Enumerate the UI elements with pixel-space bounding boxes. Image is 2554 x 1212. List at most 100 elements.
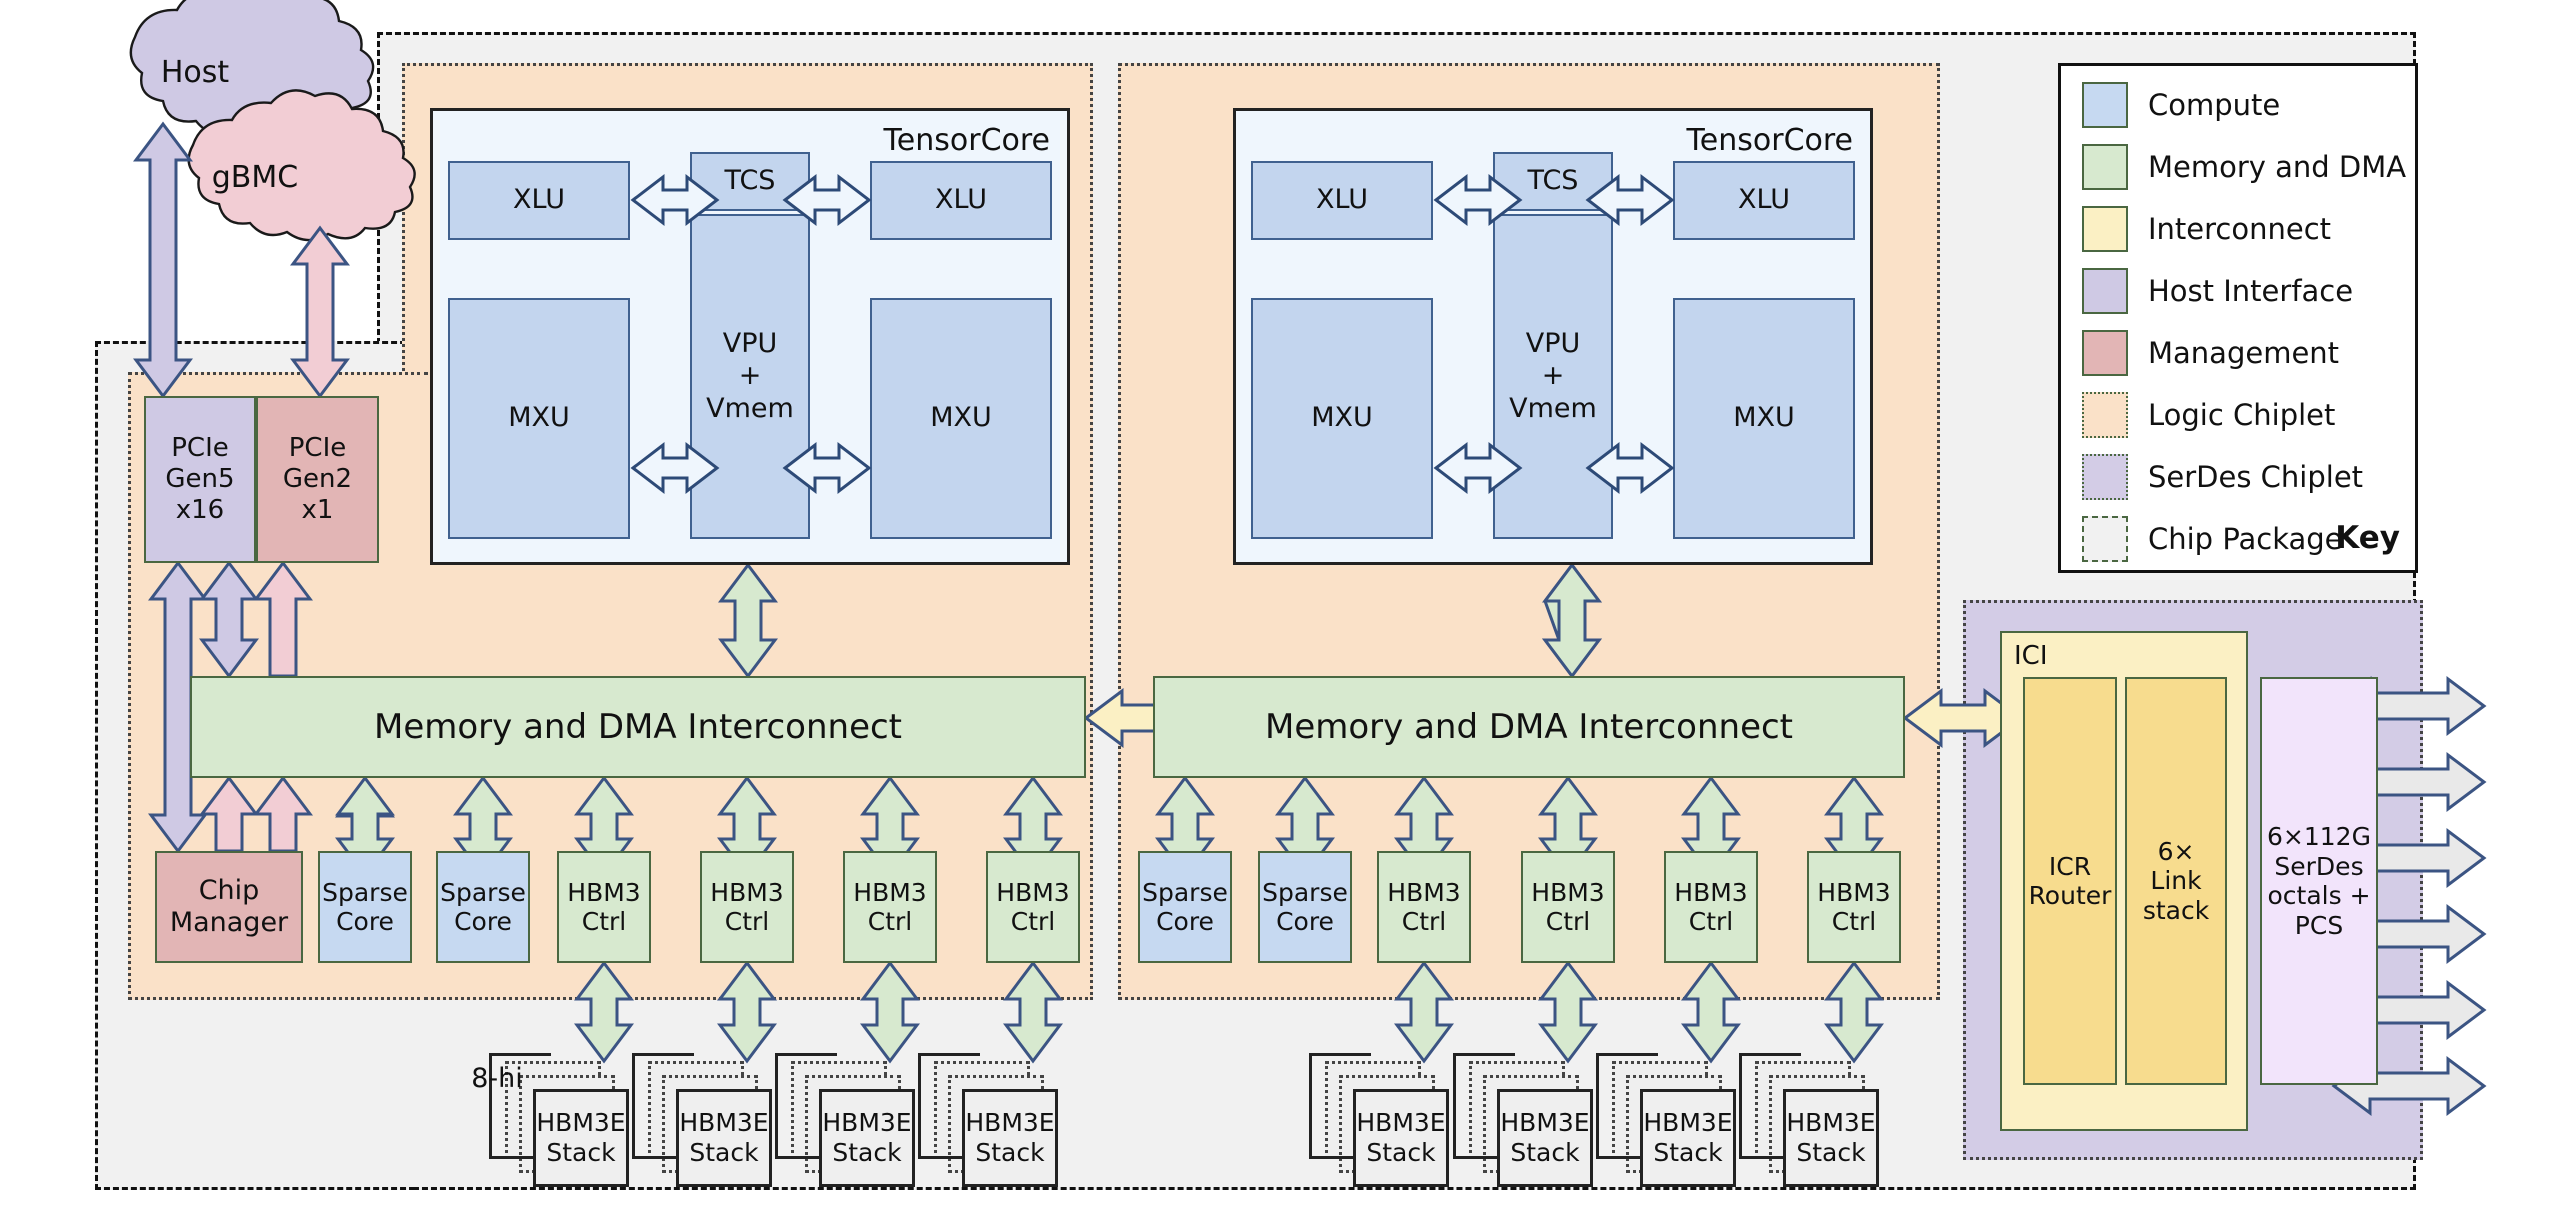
pcie-gen2-line-1: PCIe — [288, 433, 347, 464]
legend-label: SerDes Chiplet — [2148, 460, 2364, 494]
hbm3e-stack-line-1: HBM3E — [679, 1108, 769, 1137]
pcie-gen5-block[interactable]: PCIe Gen5 x16 — [144, 396, 256, 563]
link-stack-block[interactable]: 6× Link stack — [2125, 677, 2227, 1085]
serdes-octals-pcs-block[interactable]: 6×112G SerDes octals + PCS — [2260, 677, 2378, 1085]
hbm3-ctrl-left-1[interactable]: HBM3 Ctrl — [557, 851, 651, 963]
legend-item-serdes-chiplet: SerDes Chiplet — [2082, 454, 2363, 500]
hbm3e-stack-line-2: Stack — [1653, 1138, 1723, 1167]
mxu-block-right-1[interactable]: MXU — [1251, 298, 1433, 539]
link-stack-line-1: 6× — [2157, 836, 2195, 866]
hbm3-ctrl-line-2: Ctrl — [1010, 907, 1056, 936]
sparse-core-left-2[interactable]: Sparse Core — [436, 851, 530, 963]
sparse-core-line-1: Sparse — [1142, 877, 1228, 907]
hbm3-ctrl-line-2: Ctrl — [1545, 907, 1591, 936]
mxu-block-left-2[interactable]: MXU — [870, 298, 1052, 539]
xlu-block-left-2[interactable]: XLU — [870, 161, 1052, 240]
hbm3-ctrl-right-1[interactable]: HBM3 Ctrl — [1377, 851, 1471, 963]
link-stack-line-3: stack — [2142, 895, 2210, 925]
sparse-core-left-1[interactable]: Sparse Core — [318, 851, 412, 963]
vpu-vmem-block-right[interactable]: VPU + Vmem — [1493, 214, 1613, 539]
host-cloud-label: Host — [160, 55, 230, 90]
icr-router-line-1: ICR — [2048, 851, 2092, 881]
hbm3-ctrl-line-2: Ctrl — [1401, 907, 1447, 936]
hbm3e-stack-line-1: HBM3E — [1500, 1108, 1590, 1137]
legend-swatch — [2082, 206, 2128, 252]
hbm3e-stack-bracket — [1309, 1053, 1371, 1159]
hbm3-ctrl-line-1: HBM3 — [1817, 877, 1891, 907]
hbm3-ctrl-line-1: HBM3 — [996, 877, 1070, 907]
hbm3e-stack-line-2: Stack — [1366, 1138, 1436, 1167]
legend-item-management: Management — [2082, 330, 2339, 376]
vpu-vmem-block-left[interactable]: VPU + Vmem — [690, 214, 810, 539]
legend-label: Compute — [2148, 88, 2281, 122]
hbm3-ctrl-line-2: Ctrl — [581, 907, 627, 936]
hbm3-ctrl-line-2: Ctrl — [867, 907, 913, 936]
legend-item-compute: Compute — [2082, 82, 2280, 128]
memory-dma-interconnect-right[interactable]: Memory and DMA Interconnect — [1153, 676, 1905, 778]
pcie-gen2-block[interactable]: PCIe Gen2 x1 — [256, 396, 379, 563]
hbm3-ctrl-line-1: HBM3 — [1674, 877, 1748, 907]
hbm3-ctrl-right-2[interactable]: HBM3 Ctrl — [1521, 851, 1615, 963]
hbm3-ctrl-left-4[interactable]: HBM3 Ctrl — [986, 851, 1080, 963]
legend-swatch — [2082, 516, 2128, 562]
hbm3-ctrl-left-2[interactable]: HBM3 Ctrl — [700, 851, 794, 963]
hbm3e-stack-bracket — [632, 1053, 694, 1159]
serdes-line-2: SerDes — [2274, 851, 2364, 881]
sparse-core-line-1: Sparse — [322, 877, 408, 907]
sparse-core-line-1: Sparse — [440, 877, 526, 907]
legend-swatch — [2082, 392, 2128, 438]
pcie-gen2-line-3: x1 — [301, 494, 334, 525]
xlu-block-right-1[interactable]: XLU — [1251, 161, 1433, 240]
icr-router-block[interactable]: ICR Router — [2023, 677, 2117, 1085]
hbm3e-stack-line-2: Stack — [832, 1138, 902, 1167]
sparse-core-right-2[interactable]: Sparse Core — [1258, 851, 1352, 963]
hbm3e-stack-line-1: HBM3E — [536, 1108, 626, 1137]
mxu-block-left-1[interactable]: MXU — [448, 298, 630, 539]
hbm3e-stack-line-1: HBM3E — [822, 1108, 912, 1137]
vpu-line-2: + — [738, 360, 762, 392]
pcie-gen2-line-2: Gen2 — [282, 464, 353, 495]
hbm3e-stack-line-1: HBM3E — [1643, 1108, 1733, 1137]
hbm3e-stack-line-2: Stack — [546, 1138, 616, 1167]
hbm3e-stack-bracket — [1739, 1053, 1801, 1159]
hbm3-ctrl-line-2: Ctrl — [724, 907, 770, 936]
ici-group-label: ICI — [2014, 641, 2048, 671]
hbm3-ctrl-right-4[interactable]: HBM3 Ctrl — [1807, 851, 1901, 963]
hbm3e-stack-line-2: Stack — [975, 1138, 1045, 1167]
legend-label: Chip Package — [2148, 522, 2343, 556]
legend-swatch — [2082, 144, 2128, 190]
legend-label: Memory and DMA — [2148, 150, 2407, 184]
legend-item-interconnect: Interconnect — [2082, 206, 2331, 252]
hbm3-ctrl-line-1: HBM3 — [853, 877, 927, 907]
legend-item-chip-package: Chip Package — [2082, 516, 2343, 562]
legend-swatch — [2082, 454, 2128, 500]
hbm3e-stack-line-2: Stack — [1796, 1138, 1866, 1167]
hbm3-ctrl-right-3[interactable]: HBM3 Ctrl — [1664, 851, 1758, 963]
pcie-gen5-line-2: Gen5 — [165, 464, 235, 495]
tcs-block-left[interactable]: TCS — [690, 152, 810, 211]
hbm3e-stack-line-1: HBM3E — [965, 1108, 1055, 1137]
hbm3-ctrl-line-1: HBM3 — [1387, 877, 1461, 907]
memory-dma-interconnect-left[interactable]: Memory and DMA Interconnect — [190, 676, 1086, 778]
tcs-block-right[interactable]: TCS — [1493, 152, 1613, 211]
hbm3e-stack-bracket — [775, 1053, 837, 1159]
xlu-block-right-2[interactable]: XLU — [1673, 161, 1855, 240]
sparse-core-line-1: Sparse — [1262, 877, 1348, 907]
mxu-block-right-2[interactable]: MXU — [1673, 298, 1855, 539]
serdes-line-3: octals + — [2267, 881, 2371, 910]
sparse-core-right-1[interactable]: Sparse Core — [1138, 851, 1232, 963]
xlu-block-left-1[interactable]: XLU — [448, 161, 630, 240]
hbm3-ctrl-left-3[interactable]: HBM3 Ctrl — [843, 851, 937, 963]
pcie-gen5-line-1: PCIe — [171, 433, 229, 464]
serdes-line-4: PCS — [2294, 910, 2344, 940]
chip-manager-block[interactable]: Chip Manager — [155, 851, 303, 963]
